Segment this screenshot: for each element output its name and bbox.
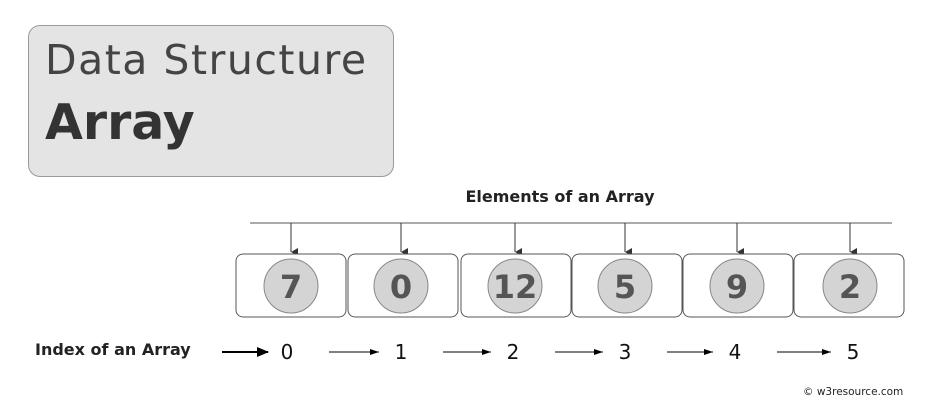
- copyright-text: w3resource.com: [816, 386, 904, 398]
- array-value-2: 12: [493, 268, 538, 306]
- title-box: Data Structure Array: [28, 25, 394, 177]
- index-value-1: 1: [395, 340, 408, 364]
- index-value-2: 2: [507, 340, 520, 364]
- value-circle-0: [263, 258, 319, 314]
- value-circle-5: [822, 258, 878, 314]
- array-value-0: 7: [280, 268, 302, 306]
- value-circle-1: [373, 258, 429, 314]
- index-value-3: 3: [619, 340, 632, 364]
- value-circle-4: [709, 258, 765, 314]
- index-value-0: 0: [281, 340, 294, 364]
- copyright: © w3resource.com: [803, 386, 903, 398]
- value-circle-3: [597, 258, 653, 314]
- array-value-5: 2: [839, 268, 861, 306]
- index-value-4: 4: [729, 340, 742, 364]
- title-array: Array: [45, 94, 195, 151]
- title-data-structure: Data Structure: [45, 36, 368, 84]
- array-value-3: 5: [614, 268, 636, 306]
- array-value-4: 9: [726, 268, 748, 306]
- copyright-symbol: ©: [803, 386, 814, 398]
- array-value-1: 0: [390, 268, 412, 306]
- value-circle-2: [487, 258, 543, 314]
- elements-label: Elements of an Array: [465, 187, 655, 206]
- index-label: Index of an Array: [35, 340, 191, 359]
- index-value-5: 5: [847, 340, 860, 364]
